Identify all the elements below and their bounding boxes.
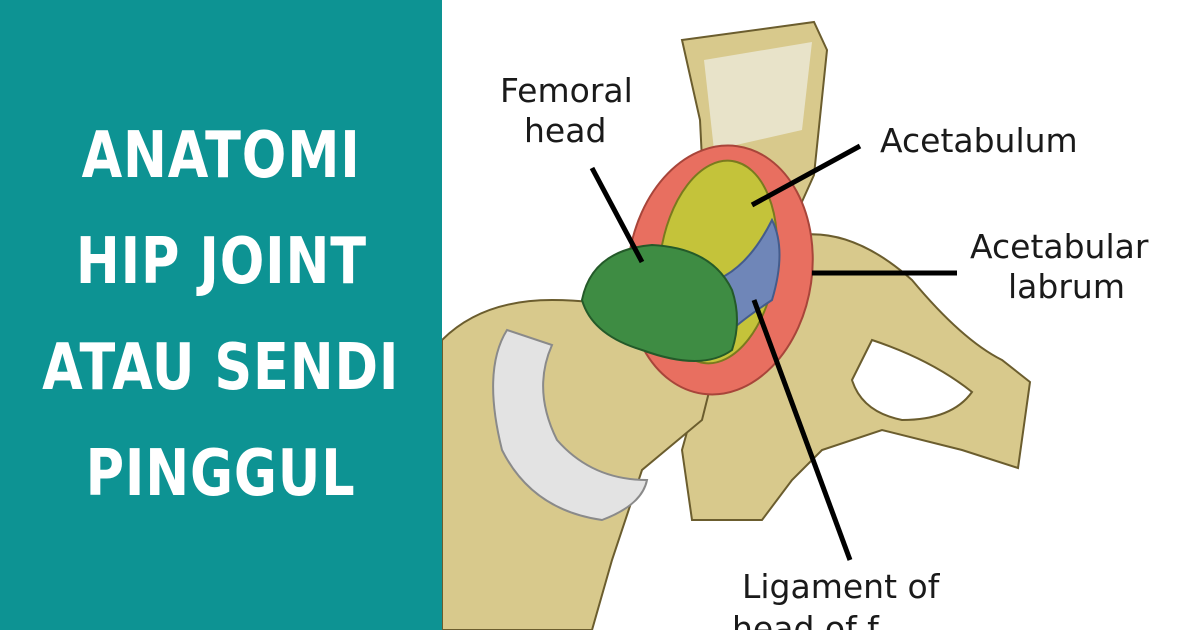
- label-acetabular-labrum-2: labrum: [1008, 267, 1125, 306]
- title-line-1: ANATOMI: [81, 119, 361, 193]
- label-acetabular-labrum-1: Acetabular: [970, 227, 1149, 266]
- ligament-leader: [751, 299, 853, 561]
- title-line-4: PINGGUL: [86, 437, 356, 511]
- hip-joint-illustration: Femoral head Acetabulum Acetabular labru…: [442, 20, 1149, 630]
- trochanter-cartilage: [492, 328, 649, 522]
- femoral-head: [580, 243, 738, 362]
- hip-joint-diagram: Femoral head Acetabulum Acetabular labru…: [442, 0, 1200, 630]
- label-acetabulum: Acetabulum: [880, 121, 1078, 160]
- label-ligament-1: Ligament of: [742, 567, 941, 606]
- label-ligament-2: head of f...: [732, 609, 908, 630]
- label-femoral-head-1: Femoral: [500, 71, 633, 110]
- ilium-ligament-fibers: [704, 42, 812, 150]
- obturator-foramen: [850, 338, 974, 422]
- acetabulum-leader: [750, 143, 862, 208]
- label-femoral-head-2: head: [524, 111, 606, 150]
- title-line-3: ATAU SENDI: [42, 331, 400, 405]
- title-panel: ANATOMI HIP JOINT ATAU SENDI PINGGUL: [0, 0, 442, 630]
- femoral-head-leader: [589, 166, 645, 264]
- title-line-2: HIP JOINT: [75, 225, 367, 299]
